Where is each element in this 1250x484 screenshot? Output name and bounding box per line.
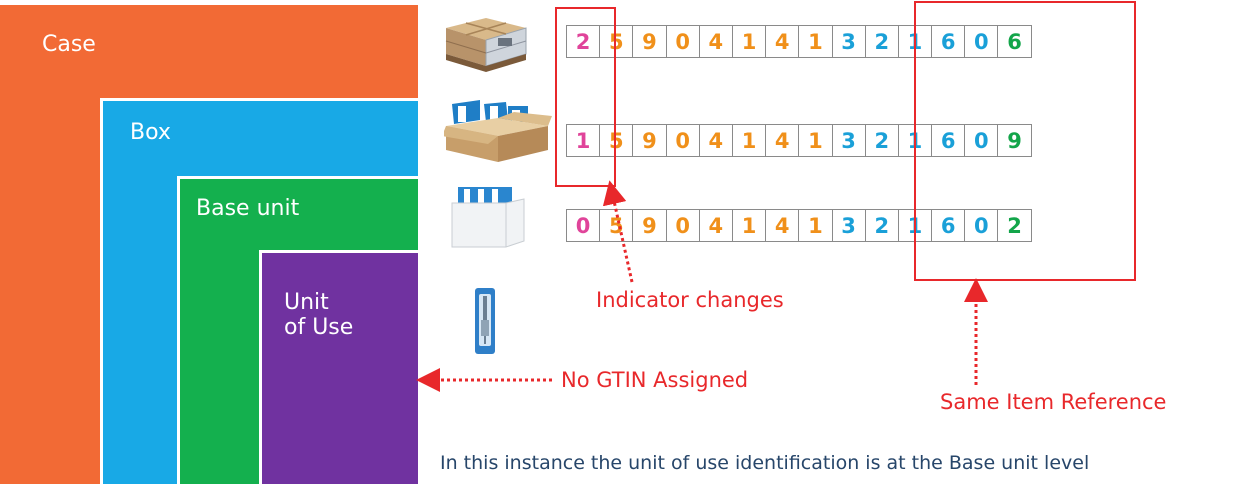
check-digit: 6 [997,25,1032,58]
gtin-row-case: 2 5 9 0 4 1 4 1 3 2 1 6 0 6 [566,25,1032,58]
item-reference-digit: 2 [864,209,899,242]
syringe-vial-icon [472,286,498,362]
prefix-digit: 0 [665,209,700,242]
unit-of-use-label-line1: Unit [284,290,329,315]
case-label: Case [42,32,96,57]
check-digit: 2 [997,209,1032,242]
box-label: Box [130,120,171,145]
item-reference-digit: 6 [931,209,966,242]
item-reference-digit: 0 [964,124,999,157]
prefix-digit: 4 [765,209,800,242]
prefix-digit: 9 [632,209,667,242]
unit-of-use-label-line2: of Use [284,315,354,341]
check-digit: 9 [997,124,1032,157]
item-reference-digit: 3 [831,124,866,157]
prefix-digit: 4 [765,25,800,58]
footer-note: In this instance the unit of use identif… [440,452,1090,474]
prefix-digit: 4 [698,124,733,157]
base-unit-box-icon [448,183,528,253]
prefix-digit: 4 [698,209,733,242]
base-separator [177,176,180,484]
prefix-digit: 9 [632,124,667,157]
pallet-icon [440,8,532,78]
open-carton-icon [442,98,552,168]
indicator-digit: 2 [566,25,601,58]
base-separator-top [177,176,418,179]
box-separator [100,98,103,484]
unit-separator-top [259,250,418,253]
indicator-highlight-box [555,7,616,187]
prefix-digit: 1 [731,124,767,157]
prefix-digit: 9 [632,25,667,58]
item-reference-digit: 3 [831,25,866,58]
no-gtin-label: No GTIN Assigned [561,368,749,392]
gtin-row-box: 1 5 9 0 4 1 4 1 3 2 1 6 0 9 [566,124,1032,157]
prefix-digit: 1 [798,209,833,242]
prefix-digit: 1 [731,25,767,58]
indicator-changes-label: Indicator changes [596,288,784,312]
base-unit-label: Base unit [196,196,300,221]
item-reference-highlight-box [914,1,1136,281]
indicator-digit: 1 [566,124,601,157]
indicator-digit: 0 [566,209,601,242]
prefix-digit: 5 [599,209,634,242]
item-reference-digit: 0 [964,209,999,242]
item-reference-digit: 6 [931,124,966,157]
unit-of-use-level [259,250,418,484]
unit-of-use-label: Unit of Use [284,290,353,341]
same-item-reference-label: Same Item Reference [940,390,1167,414]
item-reference-digit: 2 [864,25,899,58]
indicator-arrow [602,180,634,283]
prefix-digit: 5 [599,124,634,157]
unit-separator [259,250,262,484]
prefix-digit: 1 [798,124,833,157]
prefix-digit: 0 [665,25,700,58]
box-separator-top [100,98,418,101]
gtin-row-base-unit: 0 5 9 0 4 1 4 1 3 2 1 6 0 2 [566,209,1032,242]
